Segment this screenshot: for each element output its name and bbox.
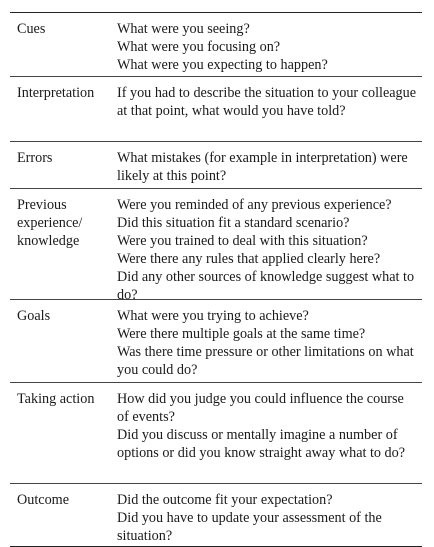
- cue-label: Cues: [17, 21, 46, 37]
- table-row: Taking action How did you judge you coul…: [10, 382, 422, 483]
- question-list: What were you seeing? What were you focu…: [115, 13, 422, 76]
- cue-questions-table: Cues What were you seeing? What were you…: [10, 12, 422, 547]
- question-list: If you had to describe the situation to …: [115, 77, 422, 141]
- question-text: Were you trained to deal with this situa…: [117, 233, 368, 249]
- question-text: What were you expecting to happen?: [117, 57, 328, 73]
- question-text: What mistakes (for example in interpreta…: [117, 150, 408, 184]
- question-text: Did the outcome fit your expectation?: [117, 492, 333, 508]
- table-row: Interpretation If you had to describe th…: [10, 76, 422, 141]
- cue-label: Previous experience/ knowledge: [17, 197, 83, 249]
- table-row: Cues What were you seeing? What were you…: [10, 13, 422, 76]
- question-text: Did this situation fit a standard scenar…: [117, 215, 350, 231]
- cue-label: Errors: [17, 150, 53, 166]
- question-list: Were you reminded of any previous experi…: [115, 189, 422, 303]
- table-row: Previous experience/ knowledge Were you …: [10, 188, 422, 303]
- question-list: What were you trying to achieve? Were th…: [115, 300, 422, 382]
- question-text: What were you trying to achieve?: [117, 308, 309, 324]
- question-text: Were you reminded of any previous experi…: [117, 197, 392, 213]
- table-row: Outcome Did the outcome fit your expecta…: [10, 483, 422, 546]
- question-list: Did the outcome fit your expectation? Di…: [115, 484, 422, 546]
- question-text: Did you have to update your assessment o…: [117, 510, 382, 544]
- table-row: Goals What were you trying to achieve? W…: [10, 299, 422, 382]
- cue-label: Goals: [17, 308, 51, 324]
- question-text: If you had to describe the situation to …: [117, 85, 417, 119]
- question-text: Were there multiple goals at the same ti…: [117, 326, 366, 342]
- question-list: What mistakes (for example in interpreta…: [115, 142, 422, 188]
- question-text: How did you judge you could influence th…: [117, 391, 404, 425]
- question-text: What were you seeing?: [117, 21, 250, 37]
- cue-label: Taking action: [17, 391, 95, 407]
- question-text: Was there time pressure or other limitat…: [117, 344, 414, 378]
- cue-label: Outcome: [17, 492, 70, 508]
- question-text: What were you focusing on?: [117, 39, 281, 55]
- question-text: Were there any rules that applied clearl…: [117, 251, 381, 267]
- table-row: Errors What mistakes (for example in int…: [10, 141, 422, 188]
- question-text: Did you discuss or mentally imagine a nu…: [117, 427, 406, 461]
- question-text: Did any other sources of knowledge sugge…: [117, 269, 415, 303]
- cue-label: Interpretation: [17, 85, 95, 101]
- question-list: How did you judge you could influence th…: [115, 383, 422, 483]
